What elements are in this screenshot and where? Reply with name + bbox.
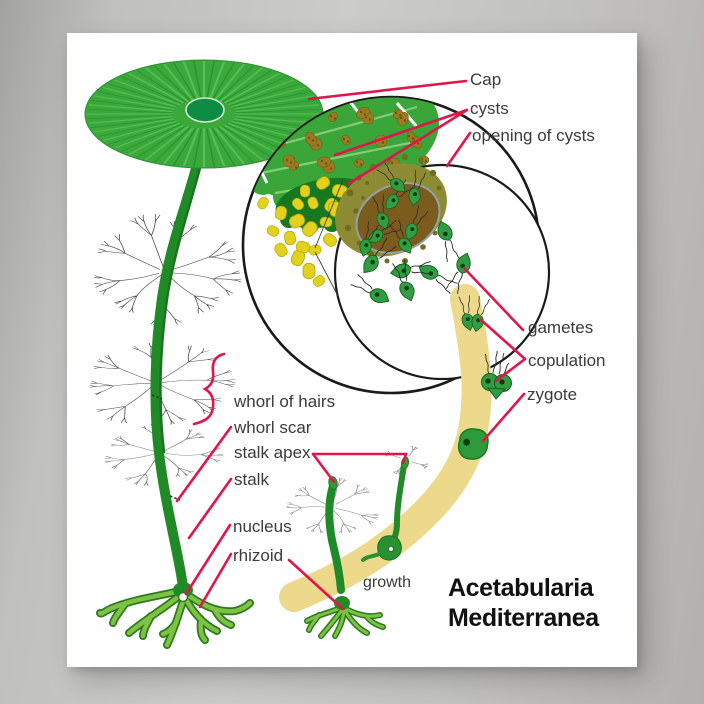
opening-line <box>445 131 472 168</box>
magnification-projection-lines <box>314 179 344 297</box>
rhizoid-line-2 <box>287 558 345 611</box>
species-title-line1: Acetabularia <box>448 574 595 602</box>
label-stalk-apex: stalk apex <box>234 443 311 462</box>
label-zygote: zygote <box>527 385 577 404</box>
label-nucleus: nucleus <box>233 517 292 536</box>
zygote-line <box>481 392 526 443</box>
label-gametes: gametes <box>528 318 593 337</box>
cap-shape <box>84 59 324 169</box>
label-whorl-scar: whorl scar <box>233 418 312 437</box>
cap-line <box>307 79 468 101</box>
gametes-line <box>462 266 525 332</box>
species-title-line2: Mediterranea <box>448 604 600 632</box>
life-cycle-diagram: Cap cysts opening of cysts gametes copul… <box>84 59 606 649</box>
juvenile-plant-right <box>361 456 410 562</box>
copulation-line-2 <box>494 357 527 383</box>
cysts-line-2 <box>346 108 469 186</box>
stalk-shape <box>150 144 206 595</box>
stalk-line <box>187 477 233 540</box>
stalk-apex-line-1 <box>311 452 336 484</box>
poster: Cap cysts opening of cysts gametes copul… <box>67 33 637 667</box>
label-growth: growth <box>363 574 411 591</box>
zygote-shape <box>457 428 489 460</box>
label-rhizoid: rhizoid <box>233 546 283 565</box>
stalk-apex-line-2 <box>311 452 408 465</box>
whorl-brace <box>192 352 226 426</box>
copulation-line-1 <box>478 317 527 361</box>
label-stalk: stalk <box>234 470 269 489</box>
label-opening-of-cysts: opening of cysts <box>472 126 595 145</box>
label-copulation: copulation <box>528 351 606 370</box>
nucleus-dot <box>387 546 394 553</box>
rhizoid-roots <box>96 582 254 649</box>
whorl-scar-marks <box>151 394 181 501</box>
label-cap: Cap <box>470 70 501 89</box>
labels: Cap cysts opening of cysts gametes copul… <box>233 70 606 632</box>
label-cysts: cysts <box>470 99 509 118</box>
label-leader-lines <box>175 79 527 611</box>
juvenile-plant-left <box>304 476 386 639</box>
label-whorl-of-hairs: whorl of hairs <box>233 392 335 411</box>
opening-of-cysts-body <box>335 154 447 264</box>
cysts-line-1 <box>333 108 469 157</box>
cap-rays <box>87 60 321 168</box>
juvenile-hairs <box>286 477 379 534</box>
cap-center <box>185 97 225 123</box>
nucleus-line <box>184 523 232 596</box>
whorl-scar-line <box>175 425 233 503</box>
rhizoid-line-1 <box>198 552 233 609</box>
